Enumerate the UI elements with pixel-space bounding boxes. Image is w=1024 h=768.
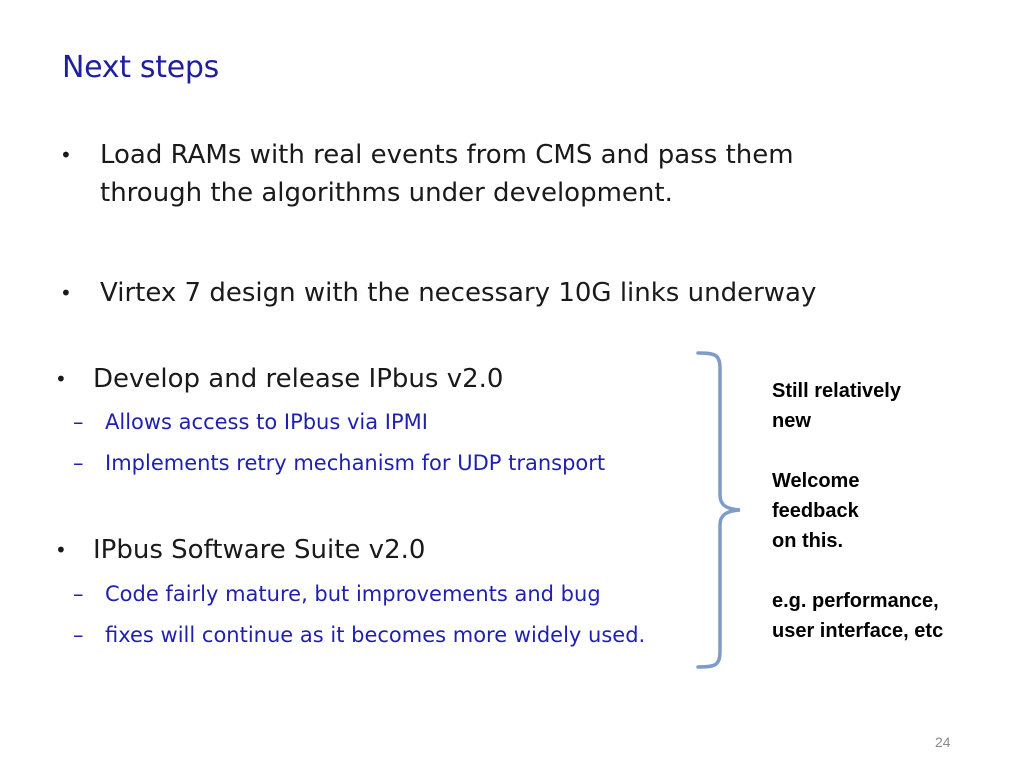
bullet-symbol: • — [60, 143, 72, 167]
note-line: e.g. performance, — [772, 590, 939, 612]
bullet-text: Virtex 7 design with the necessary 10G l… — [100, 278, 817, 308]
dash-symbol: – — [73, 451, 84, 475]
page-number: 24 — [935, 734, 951, 750]
note-line: Welcome — [772, 470, 860, 492]
dash-symbol: – — [73, 410, 84, 434]
bullet-text: IPbus Software Suite v2.0 — [93, 535, 426, 565]
bullet-symbol: • — [55, 538, 67, 562]
sub-item-text: fixes will continue as it becomes more w… — [105, 623, 646, 647]
note-line: on this. — [772, 530, 844, 552]
dash-symbol: – — [73, 582, 84, 606]
sub-item-text: Code fairly mature, but improvements and… — [105, 582, 601, 606]
note-line: user interface, etc — [772, 620, 944, 642]
bullet-text: Load RAMs with real events from CMS and … — [100, 136, 794, 212]
note-line: feedback — [772, 500, 859, 522]
dash-symbol: – — [73, 623, 84, 647]
note-line — [772, 436, 943, 466]
note-line: new — [772, 410, 811, 432]
sub-item-text: Allows access to IPbus via IPMI — [105, 410, 428, 434]
sub-item-text: Implements retry mechanism for UDP trans… — [105, 451, 606, 475]
right-brace-icon — [696, 351, 741, 669]
note-line — [772, 556, 943, 586]
bullet-symbol: • — [55, 367, 67, 391]
note-line: Still relatively — [772, 380, 901, 402]
bullet-line: Load RAMs with real events from CMS and … — [100, 140, 794, 170]
bullet-text: Develop and release IPbus v2.0 — [93, 364, 504, 394]
bullet-line: through the algorithms under development… — [100, 178, 673, 208]
slide-title: Next steps — [62, 50, 219, 85]
side-note: Still relatively new Welcome feedback on… — [772, 376, 943, 646]
brace-path — [696, 351, 741, 669]
bullet-symbol: • — [60, 281, 72, 305]
